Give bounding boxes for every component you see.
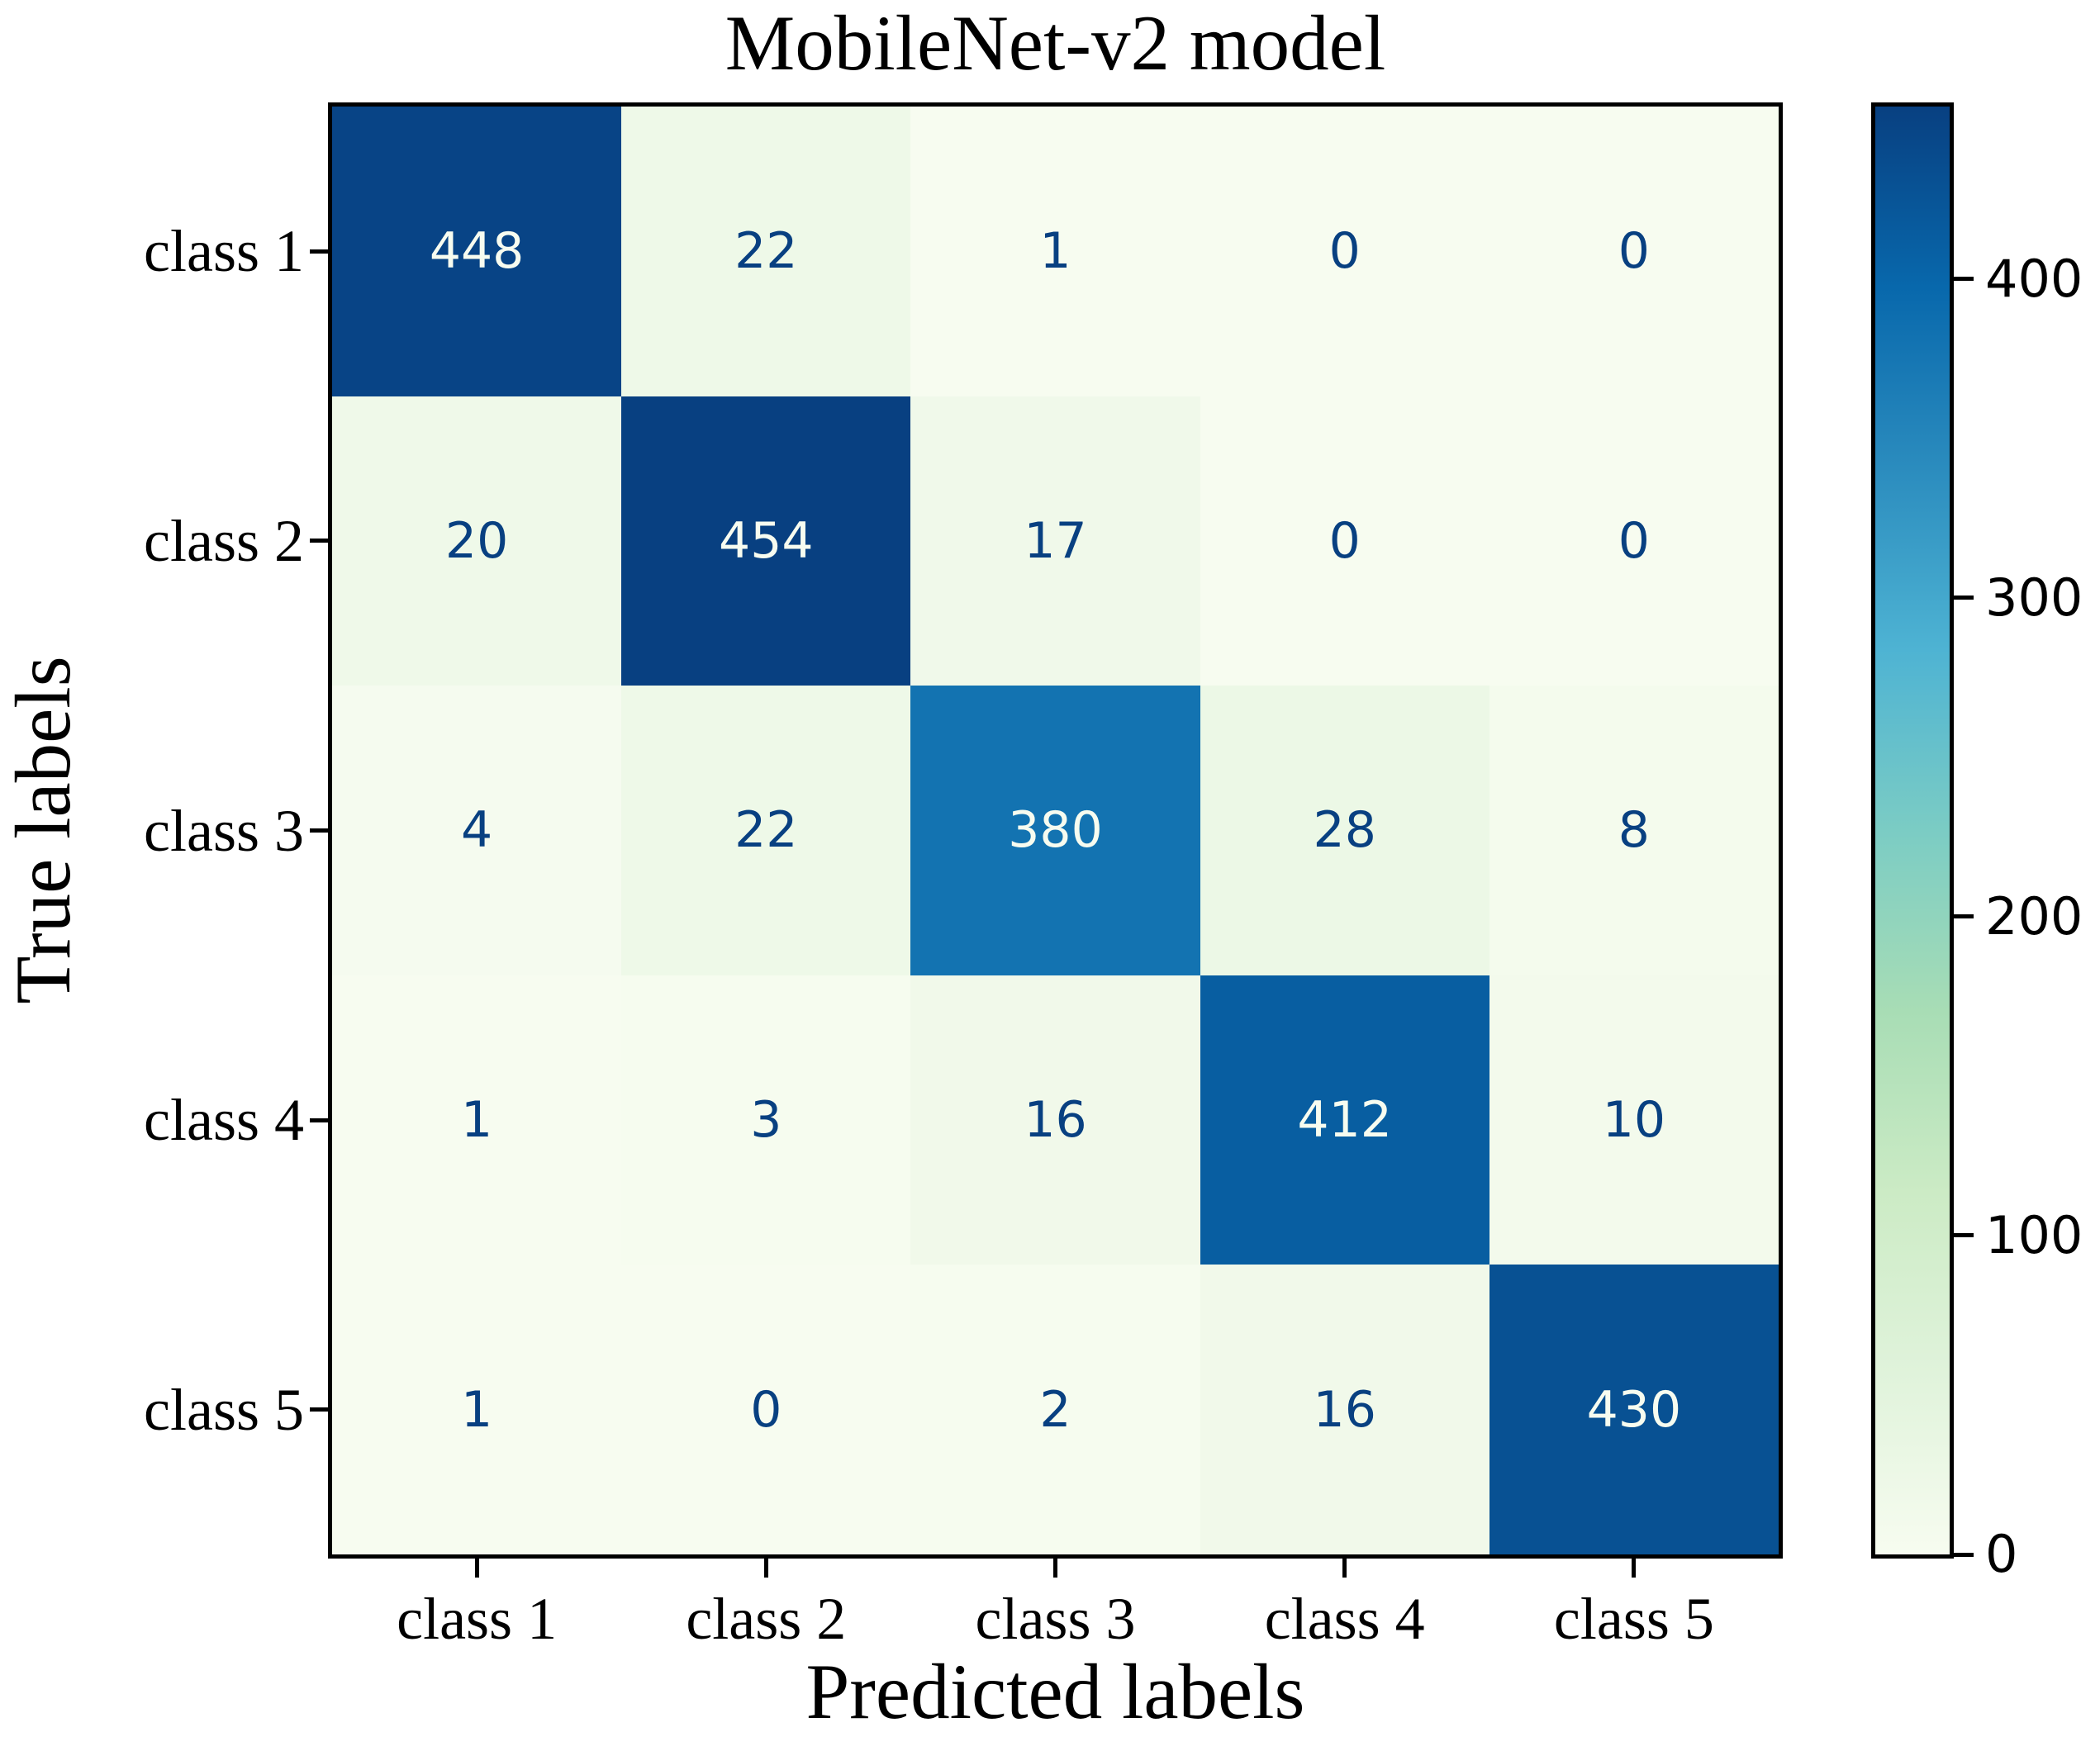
- x-tick-label: class 3: [975, 1586, 1136, 1652]
- colorbar-tick-label: 300: [1985, 567, 2083, 628]
- x-tick-label: class 4: [1264, 1586, 1425, 1652]
- heatmap-cell-r2-c5: 0: [1489, 396, 1779, 686]
- y-tick-mark: [310, 539, 328, 543]
- heatmap-cell-r3-c3: 380: [910, 686, 1200, 975]
- colorbar: [1871, 102, 1954, 1559]
- y-tick-label: class 2: [144, 507, 304, 574]
- y-tick-mark: [310, 828, 328, 833]
- heatmap-cell-r4-c2: 3: [621, 975, 911, 1265]
- heatmap-cell-r1-c4: 0: [1200, 107, 1489, 396]
- x-tick-mark: [1632, 1559, 1637, 1578]
- colorbar-tick-mark: [1954, 277, 1974, 281]
- heatmap-cell-r3-c2: 22: [621, 686, 911, 975]
- colorbar-tick-label: 200: [1985, 885, 2083, 947]
- heatmap-cell-r2-c2: 454: [621, 396, 911, 686]
- x-axis-label: Predicted labels: [805, 1648, 1305, 1735]
- heatmap-cell-r2-c4: 0: [1200, 396, 1489, 686]
- colorbar-tick-label: 100: [1985, 1204, 2083, 1265]
- y-tick-mark: [310, 1407, 328, 1412]
- heatmap-cell-r2-c3: 17: [910, 396, 1200, 686]
- colorbar-tick-mark: [1954, 1552, 1974, 1557]
- heatmap-cell-r4-c4: 412: [1200, 975, 1489, 1265]
- heatmap-cell-r1-c5: 0: [1489, 107, 1779, 396]
- x-tick-label: class 2: [686, 1586, 847, 1652]
- heatmap-cell-r4-c3: 16: [910, 975, 1200, 1265]
- y-tick-mark: [310, 1118, 328, 1122]
- heatmap-cell-r1-c1: 448: [332, 107, 622, 396]
- x-tick-label: class 5: [1553, 1586, 1714, 1652]
- heatmap-cell-r5-c2: 0: [621, 1265, 911, 1554]
- colorbar-tick-mark: [1954, 914, 1974, 919]
- y-tick-label: class 3: [144, 797, 304, 864]
- heatmap-cell-r1-c2: 22: [621, 107, 911, 396]
- y-tick-label: class 4: [144, 1087, 304, 1154]
- y-tick-label: class 5: [144, 1376, 304, 1443]
- x-tick-mark: [474, 1559, 479, 1578]
- heatmap-cell-r5-c1: 1: [332, 1265, 622, 1554]
- heatmap-cell-r2-c1: 20: [332, 396, 622, 686]
- colorbar-tick-mark: [1954, 596, 1974, 600]
- heatmap-cell-r3-c5: 8: [1489, 686, 1779, 975]
- chart-title: MobileNet-v2 model: [725, 0, 1386, 87]
- x-tick-mark: [1053, 1559, 1057, 1578]
- y-tick-label: class 1: [144, 218, 304, 285]
- y-tick-mark: [310, 249, 328, 254]
- x-tick-mark: [763, 1559, 768, 1578]
- x-tick-label: class 1: [397, 1586, 558, 1652]
- colorbar-tick-label: 0: [1985, 1524, 2018, 1584]
- heatmap-cell-r5-c5: 430: [1489, 1265, 1779, 1554]
- x-tick-mark: [1342, 1559, 1347, 1578]
- heatmap-cell-r3-c1: 4: [332, 686, 622, 975]
- heatmap-cell-r3-c4: 28: [1200, 686, 1489, 975]
- heatmap-cell-r5-c4: 16: [1200, 1265, 1489, 1554]
- heatmap-cell-r5-c3: 2: [910, 1265, 1200, 1554]
- heatmap-cell-r1-c3: 1: [910, 107, 1200, 396]
- heatmap-cell-r4-c5: 10: [1489, 975, 1779, 1265]
- colorbar-tick-label: 400: [1985, 248, 2083, 309]
- colorbar-tick-mark: [1954, 1233, 1974, 1238]
- heatmap-cell-r4-c1: 1: [332, 975, 622, 1265]
